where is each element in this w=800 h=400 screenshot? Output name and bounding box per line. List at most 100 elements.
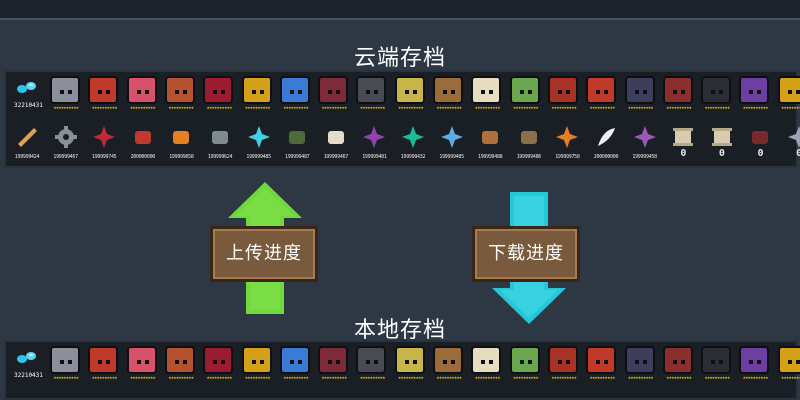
download-progress-button[interactable]: 下载进度 (472, 226, 580, 282)
material-item[interactable]: 199999481 (355, 122, 393, 168)
material-item[interactable]: 0 (780, 122, 800, 168)
star-rating: ★★★★★★★★★★ (627, 105, 654, 111)
material-item[interactable]: 199999758 (548, 122, 586, 168)
cloud-character-golden[interactable]: ★★★★★★★★★★ (774, 74, 800, 120)
material-item[interactable]: 199999658 (162, 122, 200, 168)
material-item[interactable]: 0 (741, 122, 779, 168)
gear-icon (54, 126, 77, 148)
golden-icon (777, 346, 800, 374)
material-item[interactable]: 199999424 (8, 122, 46, 168)
knight-icon (50, 76, 80, 104)
material-count: 199999432 (400, 154, 426, 160)
cloud-character-vampire[interactable]: ★★★★★★★★★★ (199, 74, 237, 120)
robot-icon (279, 346, 310, 374)
rogue-icon (88, 346, 119, 374)
cloud-character-taoist[interactable]: ★★★★★★★★★★ (697, 74, 735, 120)
cloud-character-assassin[interactable]: ★★★★★★★★★★ (123, 74, 161, 120)
star-rating: ★★★★★★★★★★ (704, 375, 731, 381)
local-character-red-hair[interactable]: ★★★★★★★★★★ (582, 344, 620, 390)
demon-icon (318, 346, 349, 374)
teal-crystal-icon (402, 126, 424, 148)
rogue-icon (88, 76, 119, 104)
star-rating: ★★★★★★★★★★ (244, 105, 271, 111)
local-character-druid[interactable]: ★★★★★★★★★★ (506, 344, 544, 390)
cloud-character-priest[interactable]: ★★★★★★★★★★ (467, 74, 505, 120)
material-item[interactable]: 199999487 (278, 122, 316, 168)
material-item[interactable]: 199999467 (47, 122, 85, 168)
werewolf-icon (433, 346, 463, 374)
cloud-character-cat[interactable]: ★★★★★★★★★★ (621, 74, 659, 120)
red-hair-icon (586, 76, 617, 104)
druid-icon (509, 76, 540, 104)
star-rating: ★★★★★★★★★★ (398, 375, 424, 381)
cloud-character-wizard[interactable]: ★★★★★★★★★★ (735, 74, 773, 120)
cloud-character-demon[interactable]: ★★★★★★★★★★ (314, 74, 352, 120)
star-rating: ★★★★★★★★★★ (321, 105, 348, 111)
local-character-assassin[interactable]: ★★★★★★★★★★ (123, 344, 161, 390)
witch-icon (164, 76, 195, 104)
material-item[interactable]: 200000000 (587, 122, 625, 168)
star-rating: ★★★★★★★★★★ (283, 105, 309, 111)
local-character-priest[interactable]: ★★★★★★★★★★ (467, 344, 505, 390)
star-rating: ★★★★★★★★★★ (436, 105, 462, 111)
cloud-character-red-hair[interactable]: ★★★★★★★★★★ (582, 74, 620, 120)
material-item[interactable]: 199999485 (240, 122, 278, 168)
local-character-elf[interactable]: ★★★★★★★★★★ (391, 344, 429, 390)
red-hair-icon (586, 346, 617, 374)
cloud-character-werewolf[interactable]: ★★★★★★★★★★ (429, 74, 467, 120)
cloud-character-robot[interactable]: ★★★★★★★★★★ (276, 74, 314, 120)
star-rating: ★★★★★★★★★★ (206, 375, 233, 381)
material-item[interactable]: 199999745 (85, 122, 123, 168)
cloud-character-witch[interactable]: ★★★★★★★★★★ (161, 74, 199, 120)
local-character-berserker[interactable]: ★★★★★★★★★★ (352, 344, 390, 390)
material-item[interactable]: 199999467 (317, 122, 355, 168)
local-character-robot[interactable]: ★★★★★★★★★★ (276, 344, 314, 390)
material-item[interactable]: 199999624 (201, 122, 239, 168)
local-character-paladin[interactable]: ★★★★★★★★★★ (544, 344, 582, 390)
cloud-character-rogue[interactable]: ★★★★★★★★★★ (84, 74, 122, 120)
cloud-character-berserker[interactable]: ★★★★★★★★★★ (352, 74, 390, 120)
local-character-rogue[interactable]: ★★★★★★★★★★ (84, 344, 122, 390)
star-rating: ★★★★★★★★★★ (321, 375, 348, 381)
star-rating: ★★★★★★★★★★ (436, 375, 462, 381)
material-item[interactable]: 199999488 (471, 122, 509, 168)
local-character-vampire[interactable]: ★★★★★★★★★★ (199, 344, 237, 390)
material-item[interactable]: 0 (664, 122, 702, 168)
material-item[interactable]: 200000000 (124, 122, 162, 168)
local-character-knight[interactable]: ★★★★★★★★★★ (46, 344, 84, 390)
cloud-character-knight[interactable]: ★★★★★★★★★★ (46, 74, 84, 120)
material-item[interactable]: 199999432 (394, 122, 432, 168)
star-rating: ★★★★★★★★★★ (666, 375, 692, 381)
local-character-engineer[interactable]: ★★★★★★★★★★ (238, 344, 276, 390)
local-character-werewolf[interactable]: ★★★★★★★★★★ (429, 344, 467, 390)
star-rating: ★★★★★★★★★★ (53, 375, 79, 381)
material-count: 199999467 (53, 154, 78, 160)
star-rating: ★★★★★★★★★★ (551, 375, 577, 381)
local-character-golden[interactable]: ★★★★★★★★★★ (774, 344, 800, 390)
local-character-wizard[interactable]: ★★★★★★★★★★ (735, 344, 773, 390)
star-rating: ★★★★★★★★★★ (704, 105, 731, 111)
wizard-icon (739, 346, 770, 374)
priest-icon (471, 346, 502, 374)
cloud-character-engineer[interactable]: ★★★★★★★★★★ (238, 74, 276, 120)
gem-icon (17, 352, 36, 363)
material-item[interactable]: 199999458 (626, 122, 664, 168)
local-character-cat[interactable]: ★★★★★★★★★★ (621, 344, 659, 390)
material-item[interactable]: 199999486 (510, 122, 548, 168)
material-item[interactable]: 199999485 (433, 122, 471, 168)
local-character-taoist[interactable]: ★★★★★★★★★★ (697, 344, 735, 390)
material-count: 199999458 (632, 154, 657, 160)
cloud-character-druid[interactable]: ★★★★★★★★★★ (506, 74, 544, 120)
knight-icon (50, 346, 80, 374)
cloud-character-paladin[interactable]: ★★★★★★★★★★ (544, 74, 582, 120)
upload-progress-button[interactable]: 上传进度 (210, 226, 318, 282)
cloud-character-elf[interactable]: ★★★★★★★★★★ (391, 74, 429, 120)
cloud-character-officer[interactable]: ★★★★★★★★★★ (659, 74, 697, 120)
local-character-witch[interactable]: ★★★★★★★★★★ (161, 344, 199, 390)
star-rating: ★★★★★★★★★★ (130, 375, 156, 381)
material-item[interactable]: 0 (703, 122, 741, 168)
local-character-demon[interactable]: ★★★★★★★★★★ (314, 344, 352, 390)
cloud-save-panel: 32210431★★★★★★★★★★★★★★★★★★★★★★★★★★★★★★★★… (4, 70, 800, 168)
werewolf-icon (433, 76, 463, 104)
local-character-officer[interactable]: ★★★★★★★★★★ (659, 344, 697, 390)
